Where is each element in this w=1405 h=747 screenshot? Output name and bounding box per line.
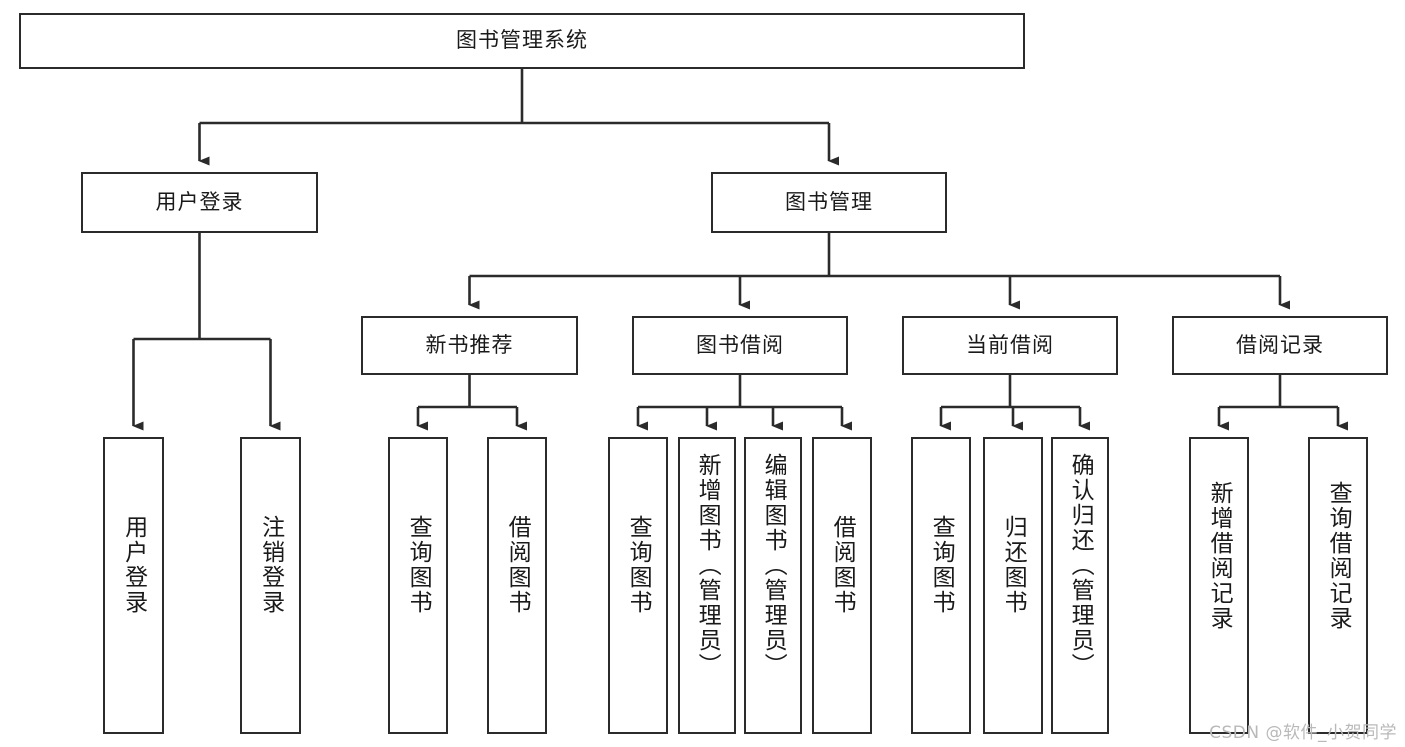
node-label-leaf-query-book-2: 查询图书 [625, 515, 652, 615]
node-leaf-borrow-book-2[interactable]: 借阅图书 [812, 437, 872, 734]
node-leaf-add-book[interactable]: 新增图书（管理员） [678, 437, 736, 734]
node-label-leaf-add-record: 新增借阅记录 [1206, 481, 1233, 631]
node-label-leaf-add-book: 新增图书（管理员） [694, 453, 721, 678]
node-leaf-edit-book[interactable]: 编辑图书（管理员） [744, 437, 802, 734]
node-leaf-query-book-3[interactable]: 查询图书 [911, 437, 971, 734]
node-label-leaf-logout: 注销登录 [257, 515, 284, 615]
watermark-label: CSDN @软件_小贺同学 [1209, 723, 1397, 743]
node-label-borrow-record: 借阅记录 [1236, 332, 1324, 357]
node-label-current-borrow: 当前借阅 [966, 332, 1054, 357]
node-label-leaf-borrow-book-2: 借阅图书 [829, 515, 856, 615]
node-new-book-rec[interactable]: 新书推荐 [361, 316, 578, 375]
node-label-root: 图书管理系统 [456, 28, 588, 53]
node-root[interactable]: 图书管理系统 [19, 13, 1025, 69]
node-leaf-borrow-book-1[interactable]: 借阅图书 [487, 437, 547, 734]
node-label-leaf-query-book-1: 查询图书 [405, 515, 432, 615]
node-label-user-login: 用户登录 [155, 189, 244, 214]
node-leaf-add-record[interactable]: 新增借阅记录 [1189, 437, 1249, 734]
node-label-book-manage: 图书管理 [785, 189, 873, 214]
node-label-leaf-confirm-return: 确认归还（管理员） [1067, 453, 1094, 678]
node-user-login[interactable]: 用户登录 [81, 172, 318, 233]
node-leaf-query-book-2[interactable]: 查询图书 [608, 437, 668, 734]
node-book-manage[interactable]: 图书管理 [711, 172, 947, 233]
node-label-leaf-query-book-3: 查询图书 [928, 515, 955, 615]
node-leaf-logout[interactable]: 注销登录 [240, 437, 301, 734]
node-label-leaf-return-book: 归还图书 [1000, 515, 1027, 615]
node-label-leaf-query-record: 查询借阅记录 [1325, 481, 1352, 631]
node-book-borrow[interactable]: 图书借阅 [632, 316, 848, 375]
node-leaf-query-record[interactable]: 查询借阅记录 [1308, 437, 1368, 734]
node-leaf-return-book[interactable]: 归还图书 [983, 437, 1043, 734]
node-label-leaf-borrow-book-1: 借阅图书 [504, 515, 531, 615]
node-borrow-record[interactable]: 借阅记录 [1172, 316, 1388, 375]
node-label-new-book-rec: 新书推荐 [425, 332, 514, 357]
node-label-leaf-edit-book: 编辑图书（管理员） [760, 453, 787, 678]
node-leaf-query-book-1[interactable]: 查询图书 [388, 437, 448, 734]
node-label-leaf-user-login: 用户登录 [120, 515, 147, 615]
node-leaf-user-login[interactable]: 用户登录 [103, 437, 164, 734]
node-current-borrow[interactable]: 当前借阅 [902, 316, 1118, 375]
node-leaf-confirm-return[interactable]: 确认归还（管理员） [1051, 437, 1109, 734]
node-label-book-borrow: 图书借阅 [696, 332, 784, 357]
